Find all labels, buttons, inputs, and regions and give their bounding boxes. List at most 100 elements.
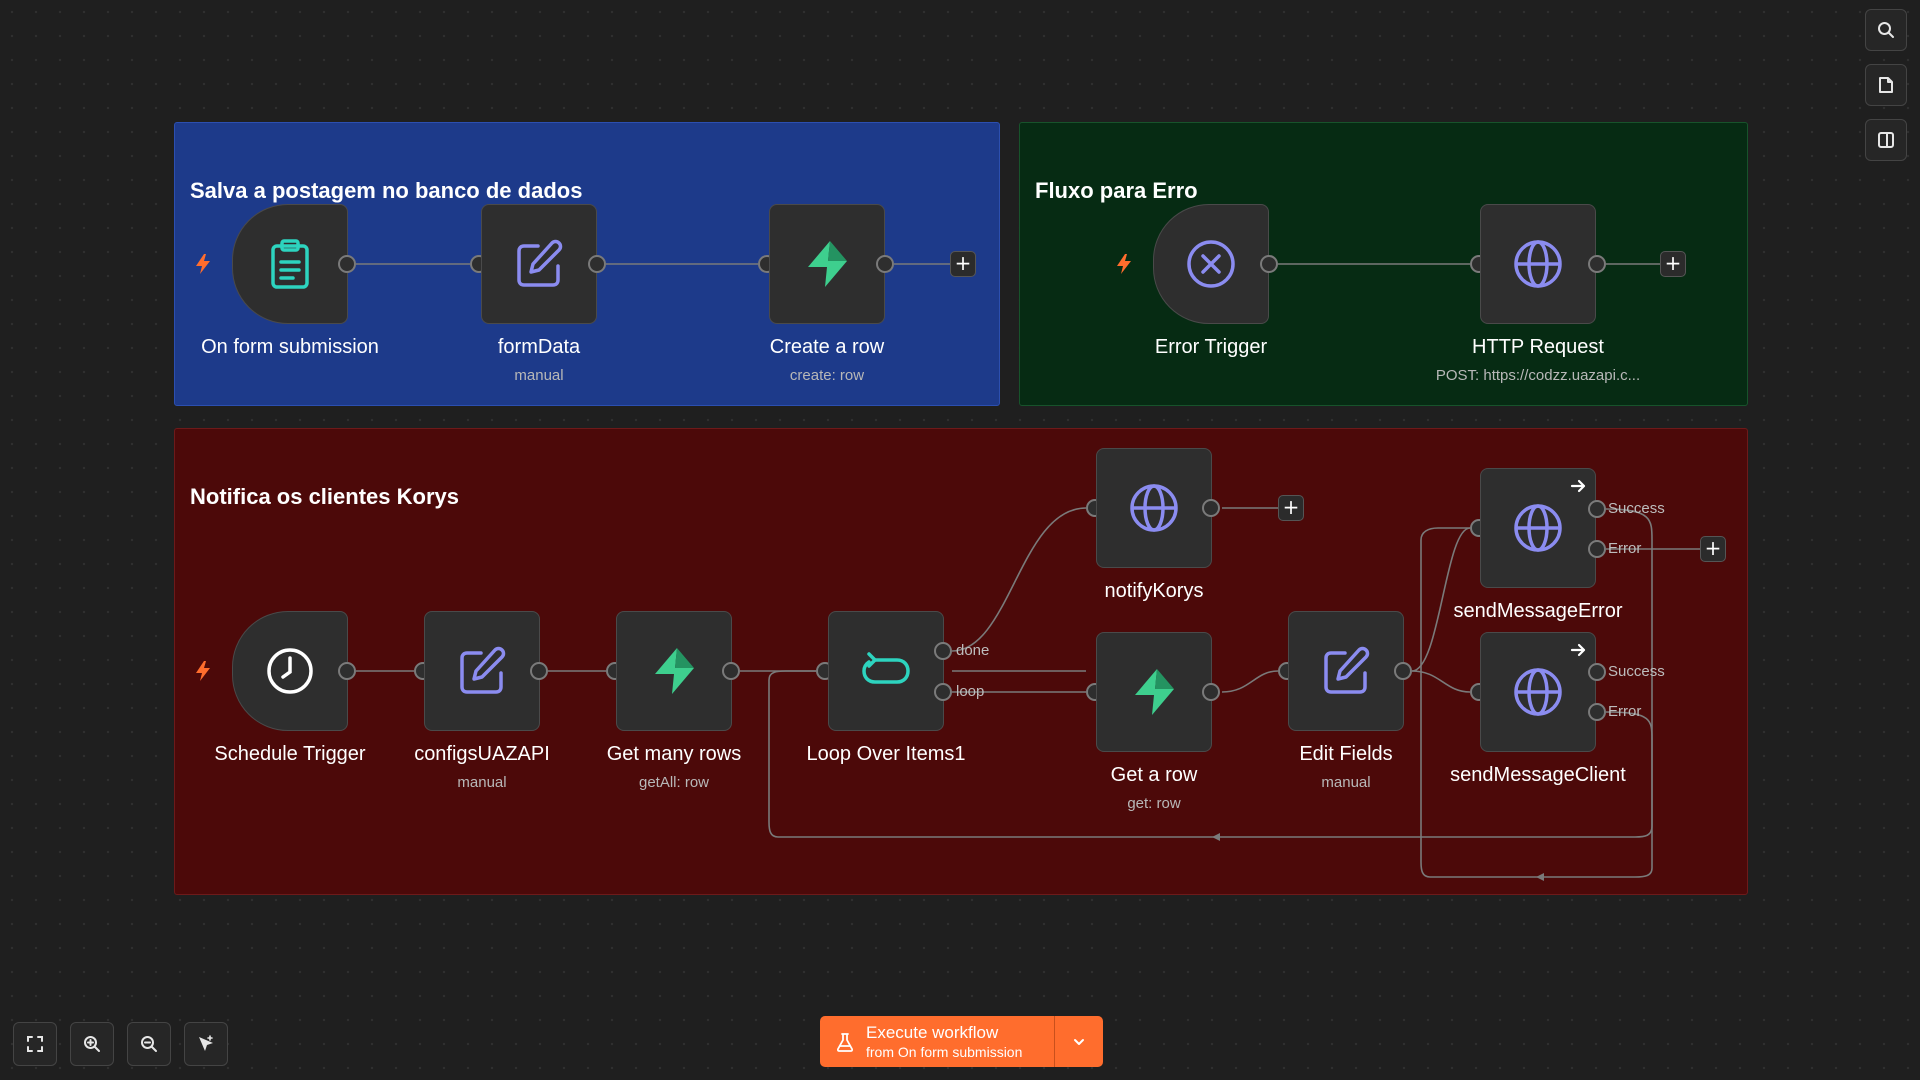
node-label: sendMessageClient [1450, 764, 1626, 786]
node-notify-korys[interactable] [1096, 448, 1212, 568]
node-label: HTTP Request [1472, 336, 1604, 358]
output-port[interactable] [588, 255, 606, 273]
sticky-title: Salva a postagem no banco de dados [190, 178, 583, 203]
tidy-up-icon [199, 1035, 213, 1051]
node-label: Loop Over Items1 [806, 743, 966, 765]
supabase-bolt-icon [1135, 669, 1174, 715]
output-label-loop: loop [956, 683, 985, 700]
sticky-title: Fluxo para Erro [1035, 178, 1198, 203]
node-label: Error Trigger [1154, 336, 1268, 358]
connection-line [1411, 670, 1471, 693]
globe-icon [1514, 668, 1562, 716]
node-label: Schedule Trigger [214, 743, 366, 765]
add-node-button[interactable]: + [1660, 251, 1686, 277]
globe-icon [1514, 240, 1562, 288]
execute-workflow-button[interactable]: Execute workflow from On form submission [820, 1016, 1054, 1067]
node-http-request[interactable] [1480, 204, 1596, 324]
add-node-button[interactable]: + [1278, 495, 1304, 521]
execute-label: Execute workflow [866, 1022, 999, 1042]
connection-line [951, 507, 1087, 652]
trigger-bolt-icon [1117, 254, 1131, 274]
output-port-success[interactable] [1588, 663, 1606, 681]
zoom-out-icon [141, 1036, 157, 1052]
add-sticky-button[interactable] [1865, 64, 1907, 106]
node-edit-fields[interactable] [1288, 611, 1404, 731]
node-send-message-error[interactable] [1480, 468, 1596, 588]
output-port[interactable] [338, 255, 356, 273]
output-port-error[interactable] [1588, 703, 1606, 721]
execute-options-dropdown[interactable] [1055, 1016, 1103, 1067]
add-node-button[interactable]: + [1700, 536, 1726, 562]
node-label: configsUAZAPI [414, 743, 550, 765]
flask-icon [836, 1032, 854, 1052]
trigger-bolt-icon [196, 254, 210, 274]
sticky-note-icon [1879, 77, 1893, 93]
edit-icon [460, 646, 506, 694]
output-port[interactable] [1394, 662, 1412, 680]
node-label: Edit Fields [1299, 743, 1393, 765]
output-port-success[interactable] [1588, 500, 1606, 518]
tidy-up-button[interactable] [184, 1022, 228, 1066]
zoom-in-icon [84, 1036, 100, 1052]
toggle-panel-button[interactable] [1865, 119, 1907, 161]
zoom-out-button[interactable] [127, 1022, 171, 1066]
node-form-data[interactable] [481, 204, 597, 324]
globe-icon [1514, 504, 1562, 552]
node-schedule-trigger[interactable] [232, 611, 348, 731]
supabase-bolt-icon [808, 241, 847, 287]
output-port-loop[interactable] [934, 683, 952, 701]
node-subtitle: get: row [1127, 795, 1181, 812]
output-port[interactable] [876, 255, 894, 273]
output-label-success: Success [1608, 663, 1665, 680]
output-port[interactable] [1202, 499, 1220, 517]
node-create-row[interactable] [769, 204, 885, 324]
node-error-trigger[interactable] [1153, 204, 1269, 324]
node-send-message-client[interactable] [1480, 632, 1596, 752]
output-label-error: Error [1608, 703, 1642, 720]
node-label: notifyKorys [1104, 580, 1204, 602]
node-subtitle: getAll: row [638, 774, 710, 791]
output-port-done[interactable] [934, 642, 952, 660]
trigger-bolt-icon [196, 661, 210, 681]
node-subtitle: POST: https://codzz.uazapi.c... [1435, 367, 1641, 384]
zoom-in-button[interactable] [70, 1022, 114, 1066]
node-get-row[interactable] [1096, 632, 1212, 752]
divider [1054, 1016, 1055, 1067]
node-loop-over-items[interactable] [828, 611, 944, 731]
node-subtitle: create: row [789, 367, 865, 384]
search-icon [1878, 22, 1894, 38]
fit-view-button[interactable] [13, 1022, 57, 1066]
arrow-right-icon [1570, 479, 1586, 493]
node-label: sendMessageError [1453, 600, 1623, 622]
search-button[interactable] [1865, 9, 1907, 51]
add-node-button[interactable]: + [950, 251, 976, 277]
node-get-many-rows[interactable] [616, 611, 732, 731]
edit-icon [517, 239, 563, 287]
node-label: Create a row [769, 336, 885, 358]
output-label-done: done [956, 642, 990, 659]
output-port[interactable] [338, 662, 356, 680]
output-port[interactable] [530, 662, 548, 680]
fit-view-icon [27, 1036, 43, 1052]
output-port[interactable] [1202, 683, 1220, 701]
output-port[interactable] [1588, 255, 1606, 273]
node-subtitle: manual [514, 367, 564, 384]
output-port[interactable] [722, 662, 740, 680]
globe-icon [1130, 484, 1178, 532]
output-port-error[interactable] [1588, 540, 1606, 558]
chevron-down-icon [1074, 1038, 1084, 1045]
node-label: formData [497, 336, 581, 358]
node-on-form-submission[interactable] [232, 204, 348, 324]
node-label: Get many rows [606, 743, 742, 765]
clipboard-icon [271, 239, 309, 289]
execute-workflow-group: Execute workflow from On form submission [820, 1016, 1103, 1067]
output-port[interactable] [1260, 255, 1278, 273]
supabase-bolt-icon [655, 648, 694, 694]
panel-icon [1878, 132, 1894, 148]
output-label-error: Error [1608, 540, 1642, 557]
node-configs-uazapi[interactable] [424, 611, 540, 731]
connection-line [1221, 670, 1279, 693]
connection-line [768, 508, 1653, 838]
